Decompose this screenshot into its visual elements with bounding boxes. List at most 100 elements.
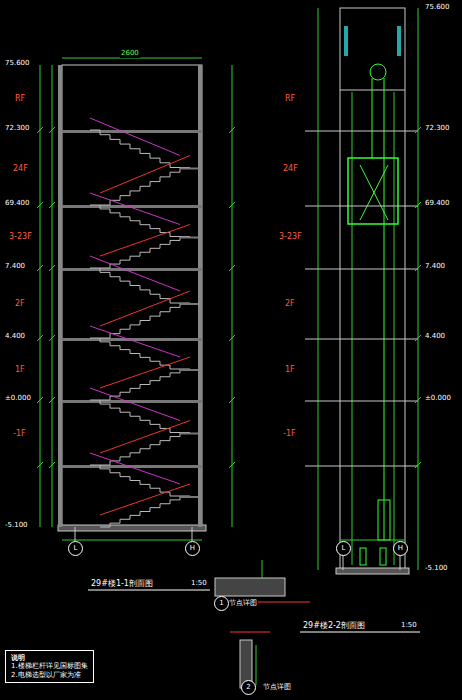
dimension-line — [232, 65, 233, 527]
shaft-walls — [340, 8, 405, 570]
stair-flight — [100, 237, 190, 269]
handrail — [100, 357, 190, 388]
stair-flight — [90, 130, 180, 168]
dim-tick — [415, 397, 421, 403]
note-box: 说明1.楼梯栏杆详见国标图集2.电梯选型以厂家为准 — [5, 650, 94, 683]
dim-tick — [49, 397, 55, 403]
floor-slab — [62, 268, 202, 271]
buffer — [360, 548, 366, 565]
handrail — [90, 453, 180, 484]
axis-line — [192, 527, 193, 541]
floor-slab — [62, 130, 202, 133]
dim-tick — [49, 202, 55, 208]
floor-name: 1F — [14, 366, 26, 375]
elevation: -5.100 — [424, 565, 449, 573]
dim-tick — [229, 202, 235, 208]
detail-bubble: 2 — [241, 680, 256, 695]
handrail — [100, 421, 190, 454]
elevation: 69.400 — [4, 200, 31, 208]
floor-name: RF — [14, 95, 26, 104]
axis-bubble: L — [336, 541, 351, 556]
buffer — [380, 548, 386, 565]
dim-tick — [415, 202, 421, 208]
dim-tick — [49, 127, 55, 133]
floor-line — [305, 206, 418, 207]
detail-bubble: 1 — [214, 596, 229, 611]
dim-tick — [415, 335, 421, 341]
elevation: 72.300 — [424, 125, 451, 133]
dim-tick — [229, 462, 235, 468]
axis-line — [75, 527, 76, 541]
dim-tick — [37, 462, 43, 468]
elevation: ±0.000 — [424, 395, 452, 403]
guide-rail — [394, 92, 395, 565]
dimension-line — [52, 65, 53, 527]
elevation: 69.400 — [424, 200, 451, 208]
dimension-line — [40, 65, 41, 527]
detail-leader — [258, 602, 310, 603]
stair-flight — [90, 205, 180, 237]
hoist-rope — [372, 78, 373, 158]
stair-flight — [90, 465, 180, 496]
dim-tick — [415, 462, 421, 468]
detail-title: 节点详图 — [228, 600, 258, 608]
landing — [180, 237, 198, 239]
landing — [180, 303, 198, 305]
floor-line — [305, 339, 418, 340]
elevation: 7.400 — [424, 263, 446, 271]
dim-tick — [49, 265, 55, 271]
detail-slab — [215, 578, 285, 596]
elevation: 72.300 — [4, 125, 31, 133]
dim-tick — [37, 397, 43, 403]
elevation: 7.400 — [4, 263, 26, 271]
detail-rail — [256, 645, 257, 685]
floor-name: 3-23F — [8, 233, 33, 242]
axis-bubble: H — [185, 541, 200, 556]
dim-tick — [37, 202, 43, 208]
dimension: 2600 — [120, 50, 140, 58]
section-title: 29#楼2-2剖面图 — [302, 622, 366, 631]
stair-flight — [100, 496, 190, 527]
bubble-label: H — [190, 544, 195, 552]
note-line: 1.楼梯栏杆详见国标图集 — [11, 662, 88, 670]
dimension-line — [318, 8, 319, 570]
dim-tick — [37, 265, 43, 271]
bubble-label: L — [74, 544, 78, 552]
foundation — [58, 525, 206, 531]
dimension-line — [418, 8, 419, 570]
handrail — [90, 256, 180, 291]
handrail — [100, 291, 190, 326]
note-heading: 说明 — [11, 654, 88, 662]
floor-line — [305, 131, 418, 132]
bubble-label: L — [342, 544, 346, 552]
elevation: 75.600 — [424, 4, 451, 12]
hoist-rope — [384, 78, 385, 540]
dim-tick — [415, 127, 421, 133]
handrail — [90, 326, 180, 357]
dimension-line — [340, 540, 405, 541]
landing — [180, 496, 198, 498]
floor-name: -1F — [12, 430, 27, 439]
section-title: 1:50 — [190, 580, 208, 588]
landing — [180, 168, 198, 170]
stair-flight — [90, 400, 180, 433]
floor-line — [305, 466, 418, 467]
traction-sheave — [370, 64, 386, 80]
title-underline — [300, 632, 420, 633]
floor-name: 2F — [14, 300, 26, 309]
floor-name: RF — [284, 95, 296, 104]
handrail — [90, 388, 180, 421]
dim-tick — [415, 265, 421, 271]
handrail — [100, 225, 190, 257]
stair-flight — [100, 433, 190, 466]
title-underline — [88, 590, 210, 591]
section-title: 1:50 — [400, 622, 418, 630]
stair-flight — [90, 338, 180, 369]
detail-rail — [262, 560, 263, 578]
dimension-line — [62, 540, 202, 541]
dim-tick — [229, 397, 235, 403]
floor-name: -1F — [282, 430, 297, 439]
dim-tick — [229, 127, 235, 133]
handrail — [90, 193, 180, 225]
